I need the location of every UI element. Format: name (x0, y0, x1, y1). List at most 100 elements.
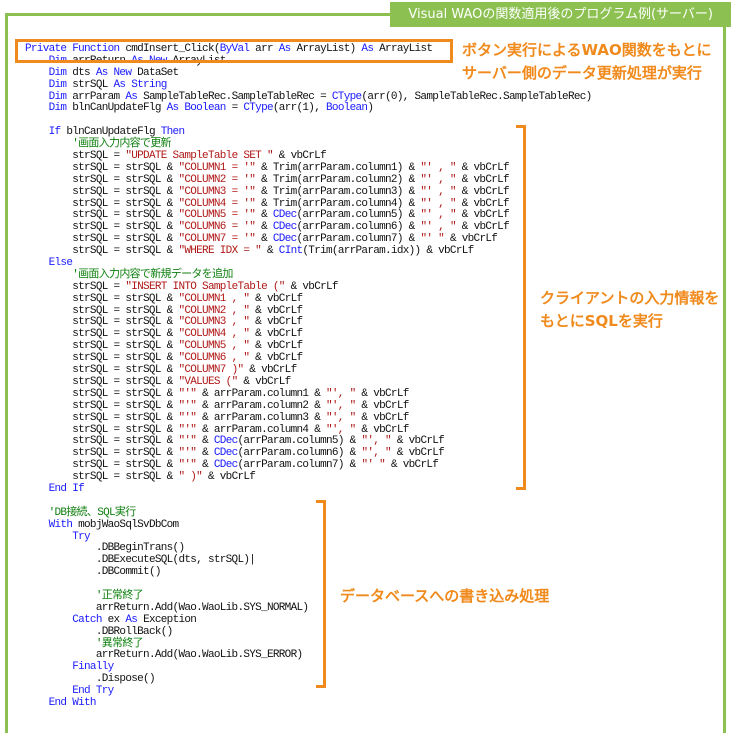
code-text: strSQL (72, 78, 114, 91)
code-text: strSQL = (72, 150, 126, 163)
code-string: "' , " (420, 161, 456, 174)
code-text: ArrayList (379, 43, 433, 55)
code-text: Exception (143, 613, 197, 626)
code-keyword: Catch (72, 613, 108, 626)
code-line: Finally (25, 661, 592, 674)
code-text: & vbCrLf (249, 316, 303, 329)
code-text: ex (107, 613, 126, 626)
code-line: strSQL = strSQL & "COLUMN4 , " & vbCrLf (25, 328, 592, 341)
code-text: & Trim(arrParam.column2) & (255, 173, 421, 186)
code-text: strSQL = strSQL & (72, 423, 179, 436)
code-text: arr (255, 43, 279, 55)
code-string: "' " (420, 233, 445, 246)
code-line: strSQL = strSQL & "WHERE IDX = " & CInt(… (25, 245, 592, 258)
code-comment: 'DB接続、SQL実行 (48, 506, 137, 519)
code-line: strSQL = strSQL & "'" & arrParam.column4… (25, 423, 592, 437)
code-string: "COLUMN2 = '" (178, 173, 256, 186)
code-string: "'" (178, 411, 197, 424)
code-text: & vbCrLf (455, 221, 510, 234)
code-text: DataSet (137, 66, 179, 79)
code-text: strSQL = strSQL & (72, 245, 179, 258)
code-text: (arrParam.column7) & (237, 459, 362, 472)
code-text: ArrayList) (296, 43, 362, 55)
code-text: & vbCrLf (455, 161, 510, 174)
code-text: arrReturn.Add(Wao.WaoLib.SYS_ERROR) (95, 649, 303, 662)
code-text: strSQL = strSQL & (72, 399, 179, 412)
code-string: "UPDATE SampleTable SET " (125, 150, 273, 163)
sql-note-line2: もとにSQLを実行 (540, 312, 663, 330)
code-keyword: Try (72, 530, 90, 543)
code-line: .DBRollBack() (25, 626, 592, 639)
code-keyword: Else (48, 257, 73, 270)
code-text: strSQL = strSQL & (72, 471, 179, 484)
code-line: Dim strSQL As String (25, 78, 592, 92)
sql-bracket (516, 125, 526, 490)
code-keyword: CInt (278, 245, 303, 258)
code-text: (arr(1), (272, 102, 327, 115)
code-keyword: Dim (48, 102, 73, 115)
code-text: & vbCrLf (355, 411, 409, 424)
code-text: blnCanUpdateFlg (72, 102, 167, 115)
code-string: "' , " (420, 209, 456, 222)
code-line: End With (25, 696, 592, 710)
code-text: strSQL = strSQL & (72, 411, 179, 424)
code-text: strSQL = strSQL & (72, 375, 179, 388)
code-listing: Private Function cmdInsert_Click(ByVal a… (25, 43, 592, 710)
code-line: With mobjWaoSqlSvDbCom (25, 519, 592, 532)
code-line: '正常終了 (25, 589, 592, 603)
code-keyword: CType (331, 90, 362, 103)
code-keyword: As (125, 90, 144, 103)
figure-title: Visual WAOの関数適用後のプログラム例(サーバー) (390, 2, 731, 27)
code-string: "' " (361, 459, 386, 472)
code-keyword: Dim (48, 78, 73, 91)
code-line: arrReturn.Add(Wao.WaoLib.SYS_NORMAL) (25, 602, 592, 615)
code-line: arrReturn.Add(Wao.WaoLib.SYS_ERROR) (25, 649, 592, 662)
code-keyword: End If (48, 482, 85, 495)
code-keyword: Finally (72, 661, 114, 674)
code-line: End If (25, 482, 592, 496)
code-keyword: CDec (272, 209, 297, 222)
code-string: "COLUMN3 = '" (178, 185, 256, 198)
code-text: (arrParam.column5) & (296, 209, 421, 222)
code-keyword: Boolean (326, 102, 368, 115)
code-keyword: Then (160, 126, 185, 139)
code-keyword: End Try (72, 685, 114, 698)
code-text: strSQL = strSQL & (72, 161, 179, 174)
code-text: & (261, 245, 279, 258)
function-note-line1: ボタン実行によるWAO関数をもとに (462, 41, 712, 59)
code-line: End Try (25, 685, 592, 698)
code-line: '異常終了 (25, 637, 592, 651)
code-text: & arrParam.column3 & (196, 411, 326, 424)
code-string: " )" (178, 471, 203, 484)
code-line: 'DB接続、SQL実行 (25, 506, 592, 520)
code-text: & (255, 221, 273, 234)
code-keyword: As New (95, 66, 138, 79)
code-text: & vbCrLf (249, 340, 303, 353)
code-text: & vbCrLf (455, 173, 510, 186)
code-keyword: CType (243, 102, 273, 115)
code-text: & vbCrLf (249, 328, 303, 341)
code-text: strSQL = strSQL & (72, 173, 179, 186)
code-line: strSQL = strSQL & " )" & vbCrLf (25, 471, 592, 484)
code-text: strSQL = strSQL & (72, 221, 179, 234)
code-text: arrParam (72, 90, 126, 103)
code-text: blnCanUpdateFlg (66, 126, 161, 139)
code-line: strSQL = strSQL & "COLUMN3 = '" & Trim(a… (25, 185, 592, 199)
code-line: Private Function cmdInsert_Click(ByVal a… (25, 43, 592, 56)
code-text: & (196, 447, 214, 460)
code-keyword: As (278, 43, 297, 55)
code-text: strSQL = strSQL & (72, 209, 179, 222)
code-text: strSQL = strSQL & (72, 364, 179, 377)
code-line: strSQL = strSQL & "COLUMN1 = '" & Trim(a… (25, 161, 592, 175)
code-line: strSQL = strSQL & "COLUMN2 , " & vbCrLf (25, 305, 592, 318)
code-comment: '異常終了 (95, 637, 144, 650)
code-string: "' , " (420, 185, 456, 198)
code-string: "COLUMN4 = '" (178, 197, 256, 210)
code-text: dts (72, 66, 96, 79)
code-comment: '正常終了 (95, 589, 144, 602)
code-line: strSQL = strSQL & "COLUMN2 = '" & Trim(a… (25, 173, 592, 187)
code-text: & arrParam.column2 & (196, 399, 326, 412)
code-string: "COLUMN7 )" (178, 364, 244, 377)
db-note: データベースへの書き込み処理 (340, 587, 550, 605)
code-keyword: End With (48, 696, 97, 709)
